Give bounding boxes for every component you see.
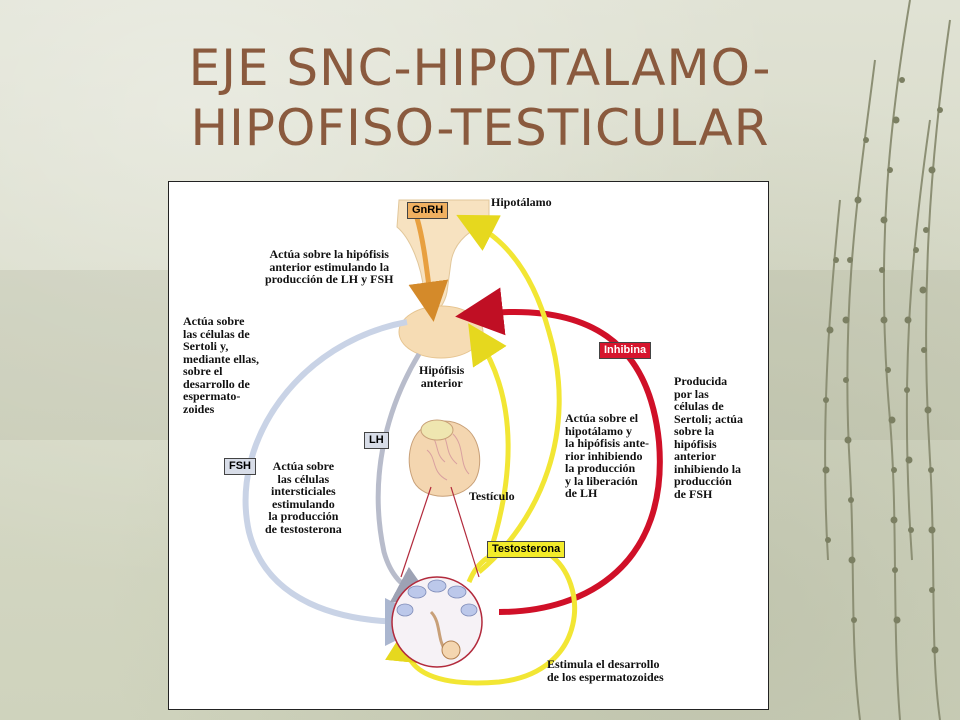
sertoli-cells-drawing: [396, 579, 478, 617]
gnrh-arrow: [408, 217, 449, 322]
gnrh-tag: GnRH: [407, 202, 449, 219]
willow-branches-decoration: [822, 0, 951, 720]
gnrh-action-text: Actúa sobre la hipófisis anterior estimu…: [265, 247, 394, 286]
testosterone-source-arrow: [466, 556, 489, 583]
lh-arrow: [375, 352, 435, 604]
testis-shape: [408, 420, 481, 497]
tubule-lumen: [441, 640, 461, 660]
pituitary-shape: [398, 305, 484, 359]
inhibina-tag: Inhibina: [599, 342, 652, 359]
testosterone-to-tubule-arrow: [385, 551, 577, 686]
fsh-tag: FSH: [224, 458, 256, 475]
diagram-panel: GnRH Inhibina LH FSH Testosterona Hipotá…: [168, 181, 769, 710]
title-line-2: HIPOFISO-TESTICULAR: [190, 99, 770, 157]
lh-tag: LH: [364, 432, 389, 449]
testosterone-to-pituitary-arrow: [468, 323, 511, 563]
testis-top-cap: [420, 419, 454, 441]
testosterona-tag: Testosterona: [487, 541, 566, 558]
lh-action-text: Actúa sobre las células intersticiales e…: [265, 459, 342, 536]
fsh-action-text: Actúa sobre las células de Sertoli y, me…: [183, 314, 259, 416]
hipotalamo-label: Hipotálamo: [491, 195, 552, 209]
title-line-1: EJE SNC-HIPOTALAMO-: [188, 39, 772, 97]
magnify-line-left: [400, 486, 432, 578]
slide-title: EJE SNC-HIPOTALAMO- HIPOFISO-TESTICULAR: [0, 38, 960, 158]
testiculo-label: Testículo: [469, 489, 515, 503]
testosterona-feedback-text: Actúa sobre el hipotálamo y la hipófisis…: [565, 411, 650, 500]
testosterone-to-hypothalamus-arrow: [456, 214, 562, 574]
fsh-arrow: [242, 319, 433, 646]
magnify-line-right: [450, 486, 480, 578]
diagram-graphics: [242, 199, 663, 686]
hipofisis-label: Hipófisis anterior: [419, 363, 465, 390]
inhibina-action-text: Producida por las células de Sertoli; ac…: [674, 374, 743, 501]
testosterona-action-text: Estimula el desarrollo de los espermatoz…: [547, 657, 664, 684]
